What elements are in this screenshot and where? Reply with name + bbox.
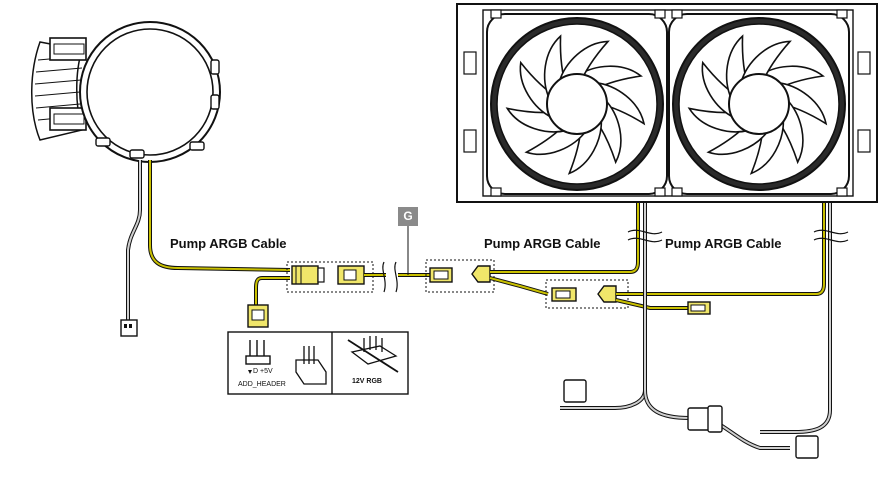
pump-argb-cable-label-3: Pump ARGB Cable <box>665 236 782 251</box>
pump-argb-cable-label-2: Pump ARGB Cable <box>484 236 601 251</box>
pump-argb-cable-label-1: Pump ARGB Cable <box>170 236 287 251</box>
header-box <box>227 331 409 395</box>
pin-label: D +5V <box>253 368 273 375</box>
rgb-12v-label: 12V RGB <box>352 378 382 385</box>
connector-group-2 <box>425 200 640 296</box>
connector-group-1 <box>247 261 374 328</box>
fan-power-connectors <box>563 379 819 459</box>
connector-group-3 <box>545 200 826 315</box>
fan-power-cables <box>560 200 849 450</box>
pump-block <box>31 21 221 163</box>
pump-cables <box>120 160 291 337</box>
step-g-badge: G <box>398 207 418 226</box>
add-header-label: ADD_HEADER <box>238 381 286 388</box>
radiator <box>456 3 878 203</box>
extension-cable <box>364 226 430 293</box>
